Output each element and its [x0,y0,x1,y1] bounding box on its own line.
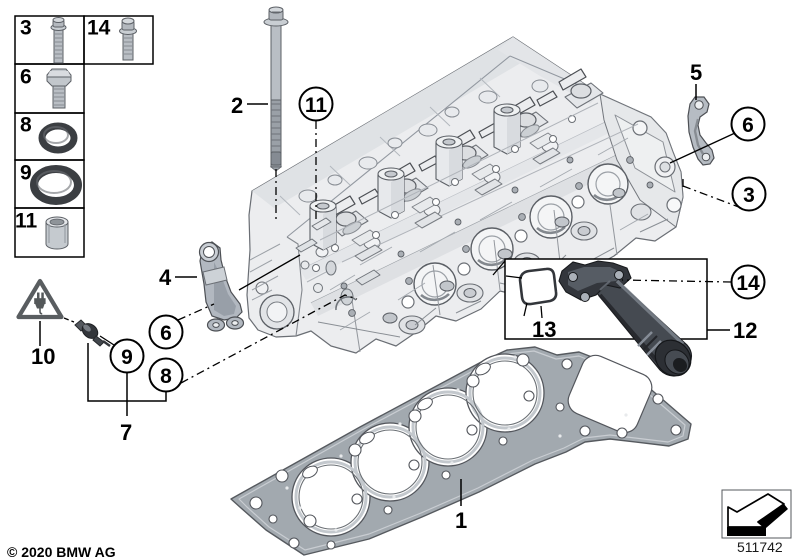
svg-text:10: 10 [31,344,55,369]
svg-text:6: 6 [20,65,32,88]
svg-text:8: 8 [20,113,32,136]
svg-text:6: 6 [742,114,754,137]
svg-text:11: 11 [305,94,328,117]
svg-text:14: 14 [736,272,760,295]
svg-text:3: 3 [743,184,755,207]
svg-text:13: 13 [532,317,556,342]
svg-text:8: 8 [160,365,172,388]
svg-text:9: 9 [121,346,133,369]
svg-text:2: 2 [231,93,243,118]
svg-text:3: 3 [20,16,32,39]
svg-text:12: 12 [733,318,757,343]
svg-text:5: 5 [690,60,702,85]
svg-text:4: 4 [159,265,172,290]
svg-text:7: 7 [120,420,132,445]
svg-text:1: 1 [455,508,467,533]
svg-text:11: 11 [15,209,38,232]
svg-text:9: 9 [20,161,32,184]
svg-text:© 2020 BMW AG: © 2020 BMW AG [7,544,116,560]
svg-text:511742: 511742 [737,539,783,555]
svg-text:6: 6 [160,322,172,345]
svg-text:14: 14 [87,16,111,39]
